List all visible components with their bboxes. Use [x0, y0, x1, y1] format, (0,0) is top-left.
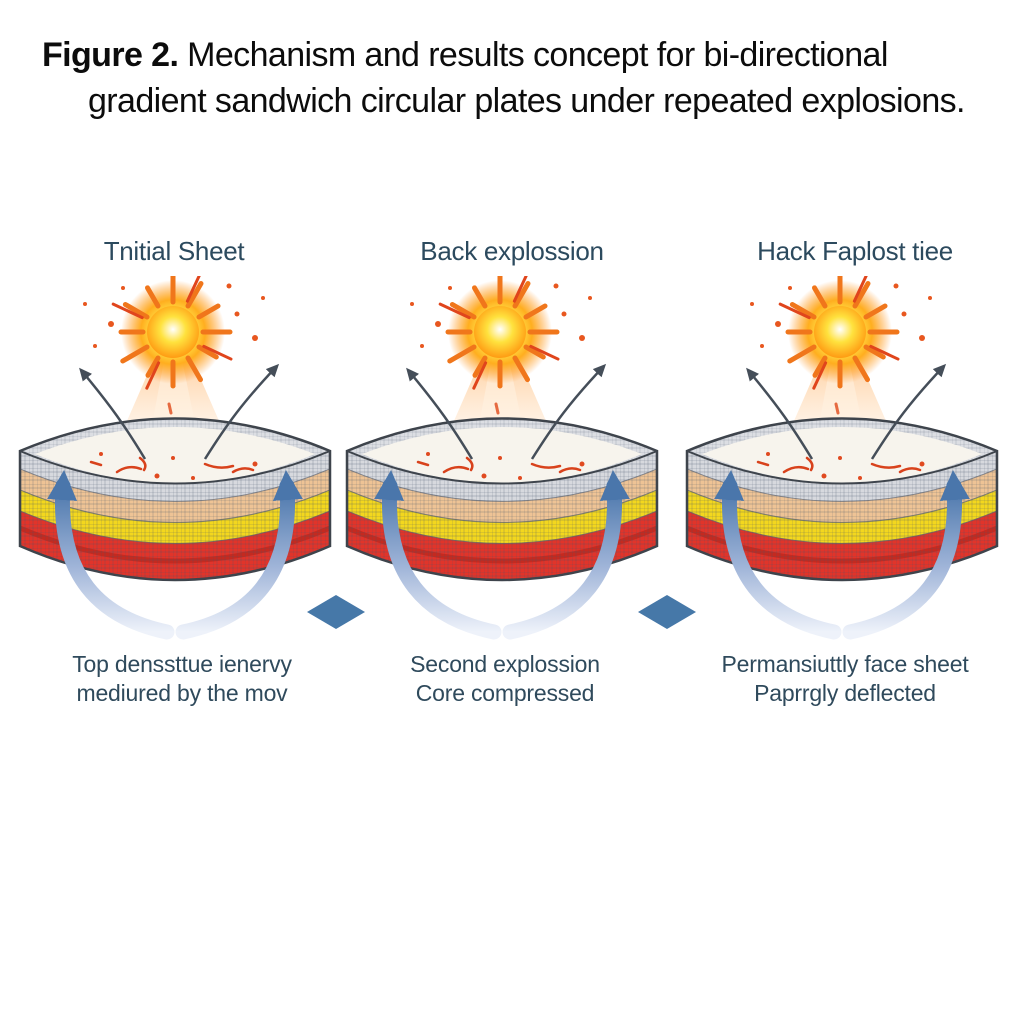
caption-line: Top denssttue ienervy	[72, 651, 292, 677]
flow-diamond-icon	[638, 595, 696, 629]
panel-label-initial: Tnitial Sheet	[103, 236, 245, 266]
panel-third-art	[687, 276, 997, 632]
panel-label-back-explosion: Back explossion	[420, 236, 604, 266]
caption-panel-third: Permansiuttly face sheet Paprrgly deflec…	[721, 650, 968, 708]
figure-title-line1: Figure 2. Mechanism and results concept …	[42, 36, 888, 75]
caption-line: Paprrgly deflected	[754, 679, 936, 706]
caption-line: Second explossion	[410, 651, 600, 677]
figure-title-text: Mechanism and results concept for bi-dir…	[178, 36, 888, 74]
panel-second-art	[347, 276, 657, 632]
caption-line: Permansiuttly face sheet	[721, 651, 969, 677]
caption-panel-second: Second explossion Core compressed	[410, 650, 600, 708]
panel-initial-art	[20, 276, 330, 632]
caption-line: mediured by the mov	[76, 679, 288, 706]
figure-number-label: Figure 2.	[42, 36, 179, 74]
flow-diamond-icon	[307, 595, 365, 629]
caption-line: Core compressed	[415, 679, 595, 706]
caption-panel-initial: Top denssttue ienervy mediured by the mo…	[72, 650, 292, 708]
mechanism-diagram	[0, 276, 1024, 656]
panel-label-third: Hack Faplost tiee	[757, 236, 953, 266]
figure-title-line2: gradient sandwich circular plates under …	[88, 82, 965, 120]
